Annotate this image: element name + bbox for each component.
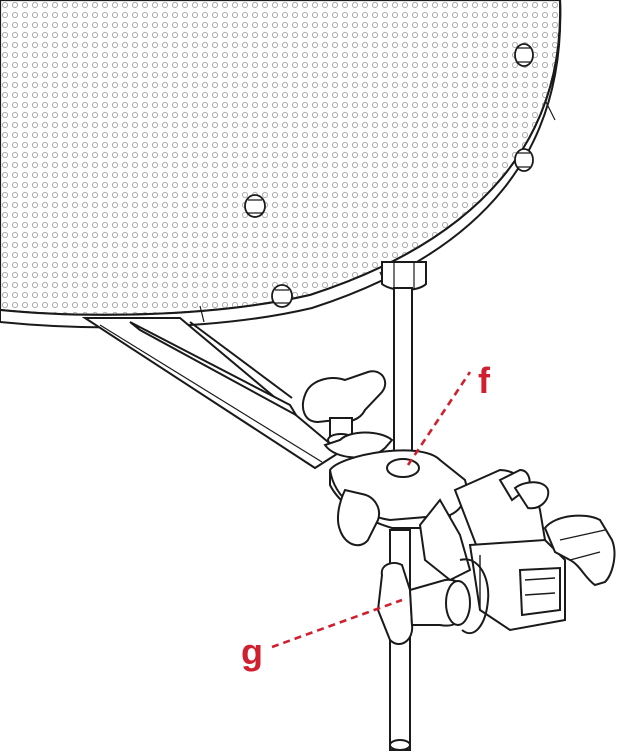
hub-nut: [381, 261, 427, 291]
dish-perforation: [0, 0, 561, 315]
rim-bolt: [271, 284, 293, 308]
t-knob-lower: [376, 558, 490, 645]
dish-rim: [0, 0, 562, 329]
callout-f: f: [406, 360, 491, 466]
rim-bolt: [514, 43, 534, 67]
label-g: g: [241, 631, 263, 672]
leader-line-f: [406, 371, 472, 466]
wing-knob-upper: [301, 370, 394, 459]
perforated-dish: [0, 0, 562, 329]
rim-bolt: [244, 194, 266, 218]
label-f: f: [478, 360, 491, 401]
wing-knob-small: [336, 488, 380, 547]
support-arm: [81, 317, 342, 470]
wing-knob-right-bottom: [543, 514, 616, 587]
callout-g: g: [241, 598, 403, 672]
rim-bolt: [514, 148, 534, 172]
wing-knob-right-top: [498, 468, 550, 510]
